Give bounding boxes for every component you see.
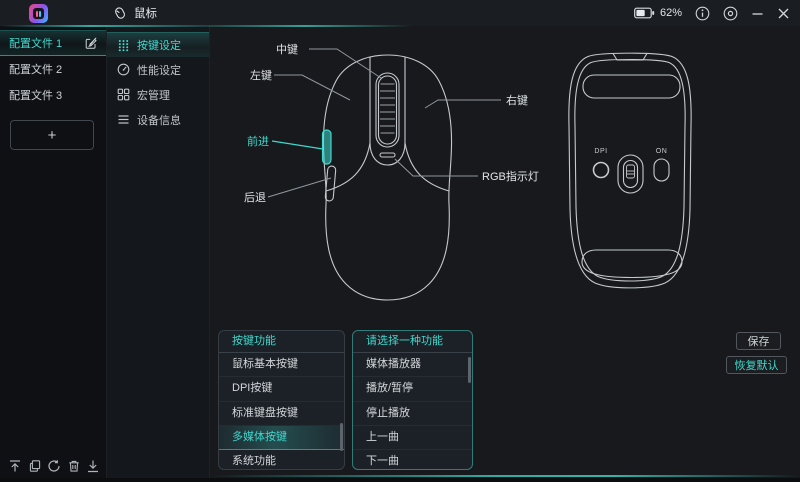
button-function-panel: 按键功能 鼠标基本按键 DPI按键 标准键盘按键 多媒体按键 系统功能 — [218, 330, 345, 470]
keypad-icon — [118, 39, 129, 51]
window-bottom-edge — [0, 478, 800, 482]
save-button[interactable]: 保存 — [736, 332, 781, 350]
label-power: ON — [656, 148, 668, 155]
mouse-bottom-view — [568, 52, 692, 289]
profile-item-2[interactable]: 配置文件 2 — [0, 56, 106, 82]
copy-icon[interactable] — [28, 459, 42, 473]
label-middle-button: 中键 — [276, 42, 298, 56]
dpi-button[interactable] — [592, 161, 610, 179]
restore-default-button[interactable]: 恢复默认 — [726, 356, 787, 374]
nav-label: 宏管理 — [137, 89, 170, 102]
function-category-system[interactable]: 系统功能 — [219, 450, 344, 469]
option-previous-track[interactable]: 上一曲 — [353, 426, 472, 451]
back-side-button[interactable] — [324, 165, 337, 202]
label-left-button: 左键 — [250, 68, 272, 82]
diagram-labels: 中键 左键 右键 前进 后退 RGB指示灯 — [244, 42, 539, 204]
list-icon — [118, 115, 129, 124]
accent-divider — [0, 25, 412, 27]
mouse-diagram: 中键 左键 右键 前进 后退 RGB指示灯 — [244, 42, 692, 301]
function-option-panel: 请选择一种功能 媒体播放器 播放/暂停 停止播放 上一曲 下一曲 — [352, 330, 473, 470]
titlebar: 鼠标 62% — [0, 0, 800, 26]
button-function-title: 按键功能 — [219, 331, 344, 353]
device-title: 鼠标 — [134, 8, 157, 20]
add-profile-label: + — [47, 126, 57, 144]
add-profile-button[interactable]: + — [10, 120, 94, 150]
refresh-icon[interactable] — [47, 459, 61, 473]
mouse-top-view — [322, 54, 453, 301]
bottom-view-labels: DPI ON — [594, 148, 668, 155]
option-play-pause[interactable]: 播放/暂停 — [353, 377, 472, 402]
close-button[interactable] — [777, 7, 790, 20]
callout-lines — [267, 48, 501, 198]
nav-label: 设备信息 — [137, 114, 181, 127]
battery-percent: 62% — [659, 7, 682, 19]
bottom-skate — [581, 249, 683, 279]
profile-sidebar: 配置文件 1 配置文件 2 配置文件 3 + — [0, 26, 107, 482]
profile-label: 配置文件 2 — [9, 64, 63, 76]
nav-item-device-info[interactable]: 设备信息 — [107, 107, 209, 132]
function-category-dpi[interactable]: DPI按键 — [219, 377, 344, 402]
label-back-button: 后退 — [244, 191, 266, 204]
forward-callout-line — [271, 140, 324, 150]
settings-nav: 按键设定 性能设定 宏管理 设备信息 — [107, 26, 210, 482]
main-content: 中键 左键 右键 前进 后退 RGB指示灯 — [210, 26, 800, 482]
nav-item-performance[interactable]: 性能设定 — [107, 57, 209, 82]
function-option-title: 请选择一种功能 — [353, 331, 472, 353]
app-logo-glyph — [33, 8, 44, 19]
bottom-accent-glow — [210, 475, 800, 477]
functions-scrollbar-thumb[interactable] — [340, 423, 343, 451]
profile-label: 配置文件 3 — [9, 90, 63, 102]
profile-toolbar — [8, 459, 100, 473]
function-category-keyboard[interactable]: 标准键盘按键 — [219, 402, 344, 426]
profile-label: 配置文件 1 — [9, 38, 63, 50]
download-icon[interactable] — [86, 459, 100, 473]
edit-profile-icon[interactable] — [85, 37, 97, 49]
trash-icon[interactable] — [67, 459, 81, 473]
power-switch[interactable] — [653, 158, 670, 182]
label-dpi: DPI — [594, 148, 607, 155]
minimize-button[interactable] — [751, 7, 764, 20]
label-forward-button: 前进 — [247, 134, 269, 148]
speedometer-icon — [117, 63, 130, 76]
sensor — [622, 159, 639, 189]
macro-grid-icon — [117, 88, 130, 101]
nav-item-macro[interactable]: 宏管理 — [107, 82, 209, 107]
nav-label: 按键设定 — [137, 40, 181, 52]
profile-item-3[interactable]: 配置文件 3 — [0, 82, 106, 108]
app-logo — [29, 4, 48, 23]
forward-side-button[interactable] — [321, 129, 332, 165]
option-media-player[interactable]: 媒体播放器 — [353, 353, 472, 378]
nav-item-key-settings[interactable]: 按键设定 — [107, 32, 209, 57]
battery-icon — [634, 7, 655, 19]
battery-indicator: 62% — [634, 7, 682, 19]
info-icon[interactable] — [695, 6, 710, 21]
option-stop[interactable]: 停止播放 — [353, 402, 472, 426]
top-skate — [582, 74, 681, 99]
label-right-button: 右键 — [506, 93, 528, 107]
nav-label: 性能设定 — [137, 64, 181, 77]
rgb-indicator — [379, 152, 396, 158]
function-category-basic[interactable]: 鼠标基本按键 — [219, 353, 344, 378]
option-next-track[interactable]: 下一曲 — [353, 450, 472, 469]
options-scrollbar-thumb[interactable] — [468, 357, 471, 383]
scroll-wheel-ribs — [380, 83, 395, 134]
sensor-housing — [617, 154, 644, 194]
upload-icon[interactable] — [8, 459, 22, 473]
settings-icon[interactable] — [723, 6, 738, 21]
profile-item-1[interactable]: 配置文件 1 — [0, 30, 106, 56]
label-rgb-indicator: RGB指示灯 — [482, 169, 539, 183]
device-header: 鼠标 — [113, 0, 157, 26]
mouse-icon — [115, 7, 125, 19]
function-category-multimedia[interactable]: 多媒体按键 — [219, 425, 344, 451]
